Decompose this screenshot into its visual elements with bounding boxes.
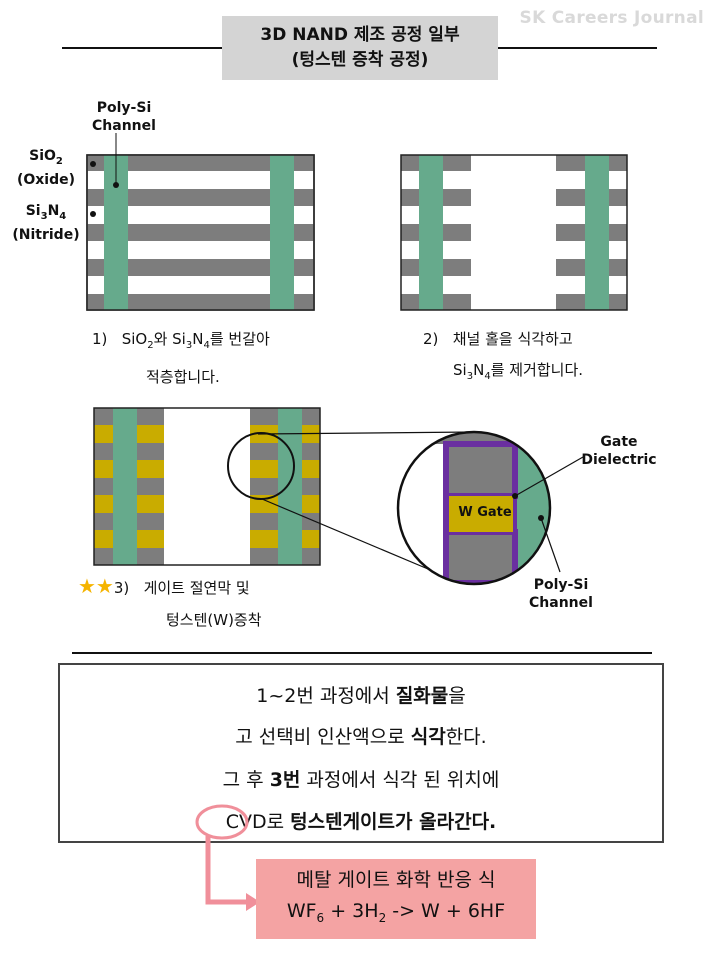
poly-si-channel-label: Poly-Si Channel xyxy=(92,100,156,134)
title-line-1: 3D NAND 제조 공정 일부 xyxy=(260,25,460,45)
section-divider xyxy=(72,652,652,654)
zoom-poly-si-label: Poly-Si Channel xyxy=(529,577,593,611)
w-gate-label: W Gate xyxy=(458,505,512,520)
step-1-caption: 1) SiO2와 Si3N4를 번갈아 적층합니다. xyxy=(92,330,270,386)
summary-line-3: 그 후 3번 과정에서 식각 된 위치에 xyxy=(222,769,500,791)
summary-box: 1~2번 과정에서 질화물을 고 선택비 인산액으로 식각한다. 그 후 3번 … xyxy=(58,663,664,843)
title-rule-left xyxy=(62,47,224,49)
diagram-2-etched xyxy=(400,154,628,311)
cvd-callout-arrow xyxy=(195,804,260,911)
reaction-title: 메탈 게이트 화학 반응 식 xyxy=(296,868,496,891)
step-2-caption: 2) 채널 홀을 식각하고 Si3N4를 제거합니다. xyxy=(423,330,584,382)
reaction-box: 메탈 게이트 화학 반응 식 WF6 + 3H2 -> W + 6HF xyxy=(256,859,536,939)
title-line-2: (텅스텐 증착 공정) xyxy=(291,50,429,70)
watermark: SK Careers Journal xyxy=(519,8,704,28)
sio2-label: SiO2 (Oxide) xyxy=(16,148,76,188)
diagram-1-stack xyxy=(86,133,315,311)
title-box: 3D NAND 제조 공정 일부 (텅스텐 증착 공정) xyxy=(222,16,498,80)
summary-line-4: CVD로 텅스텐게이트가 올라간다. xyxy=(225,811,497,833)
summary-line-1: 1~2번 과정에서 질화물을 xyxy=(256,685,466,707)
process-diagram xyxy=(86,133,628,586)
gate-dielectric-label: Gate Dielectric xyxy=(581,434,657,468)
step-3-caption: ★★3) 게이트 절연막 및 텅스텐(W)증착 xyxy=(78,574,262,629)
si3n4-label: Si3N4 (Nitride) xyxy=(12,203,80,243)
reaction-formula: WF6 + 3H2 -> W + 6HF xyxy=(286,899,506,925)
title-rule-right xyxy=(497,47,657,49)
summary-line-2: 고 선택비 인산액으로 식각한다. xyxy=(235,726,487,748)
diagram-3-tungsten xyxy=(93,407,321,566)
star-icon: ★★ xyxy=(78,574,114,598)
